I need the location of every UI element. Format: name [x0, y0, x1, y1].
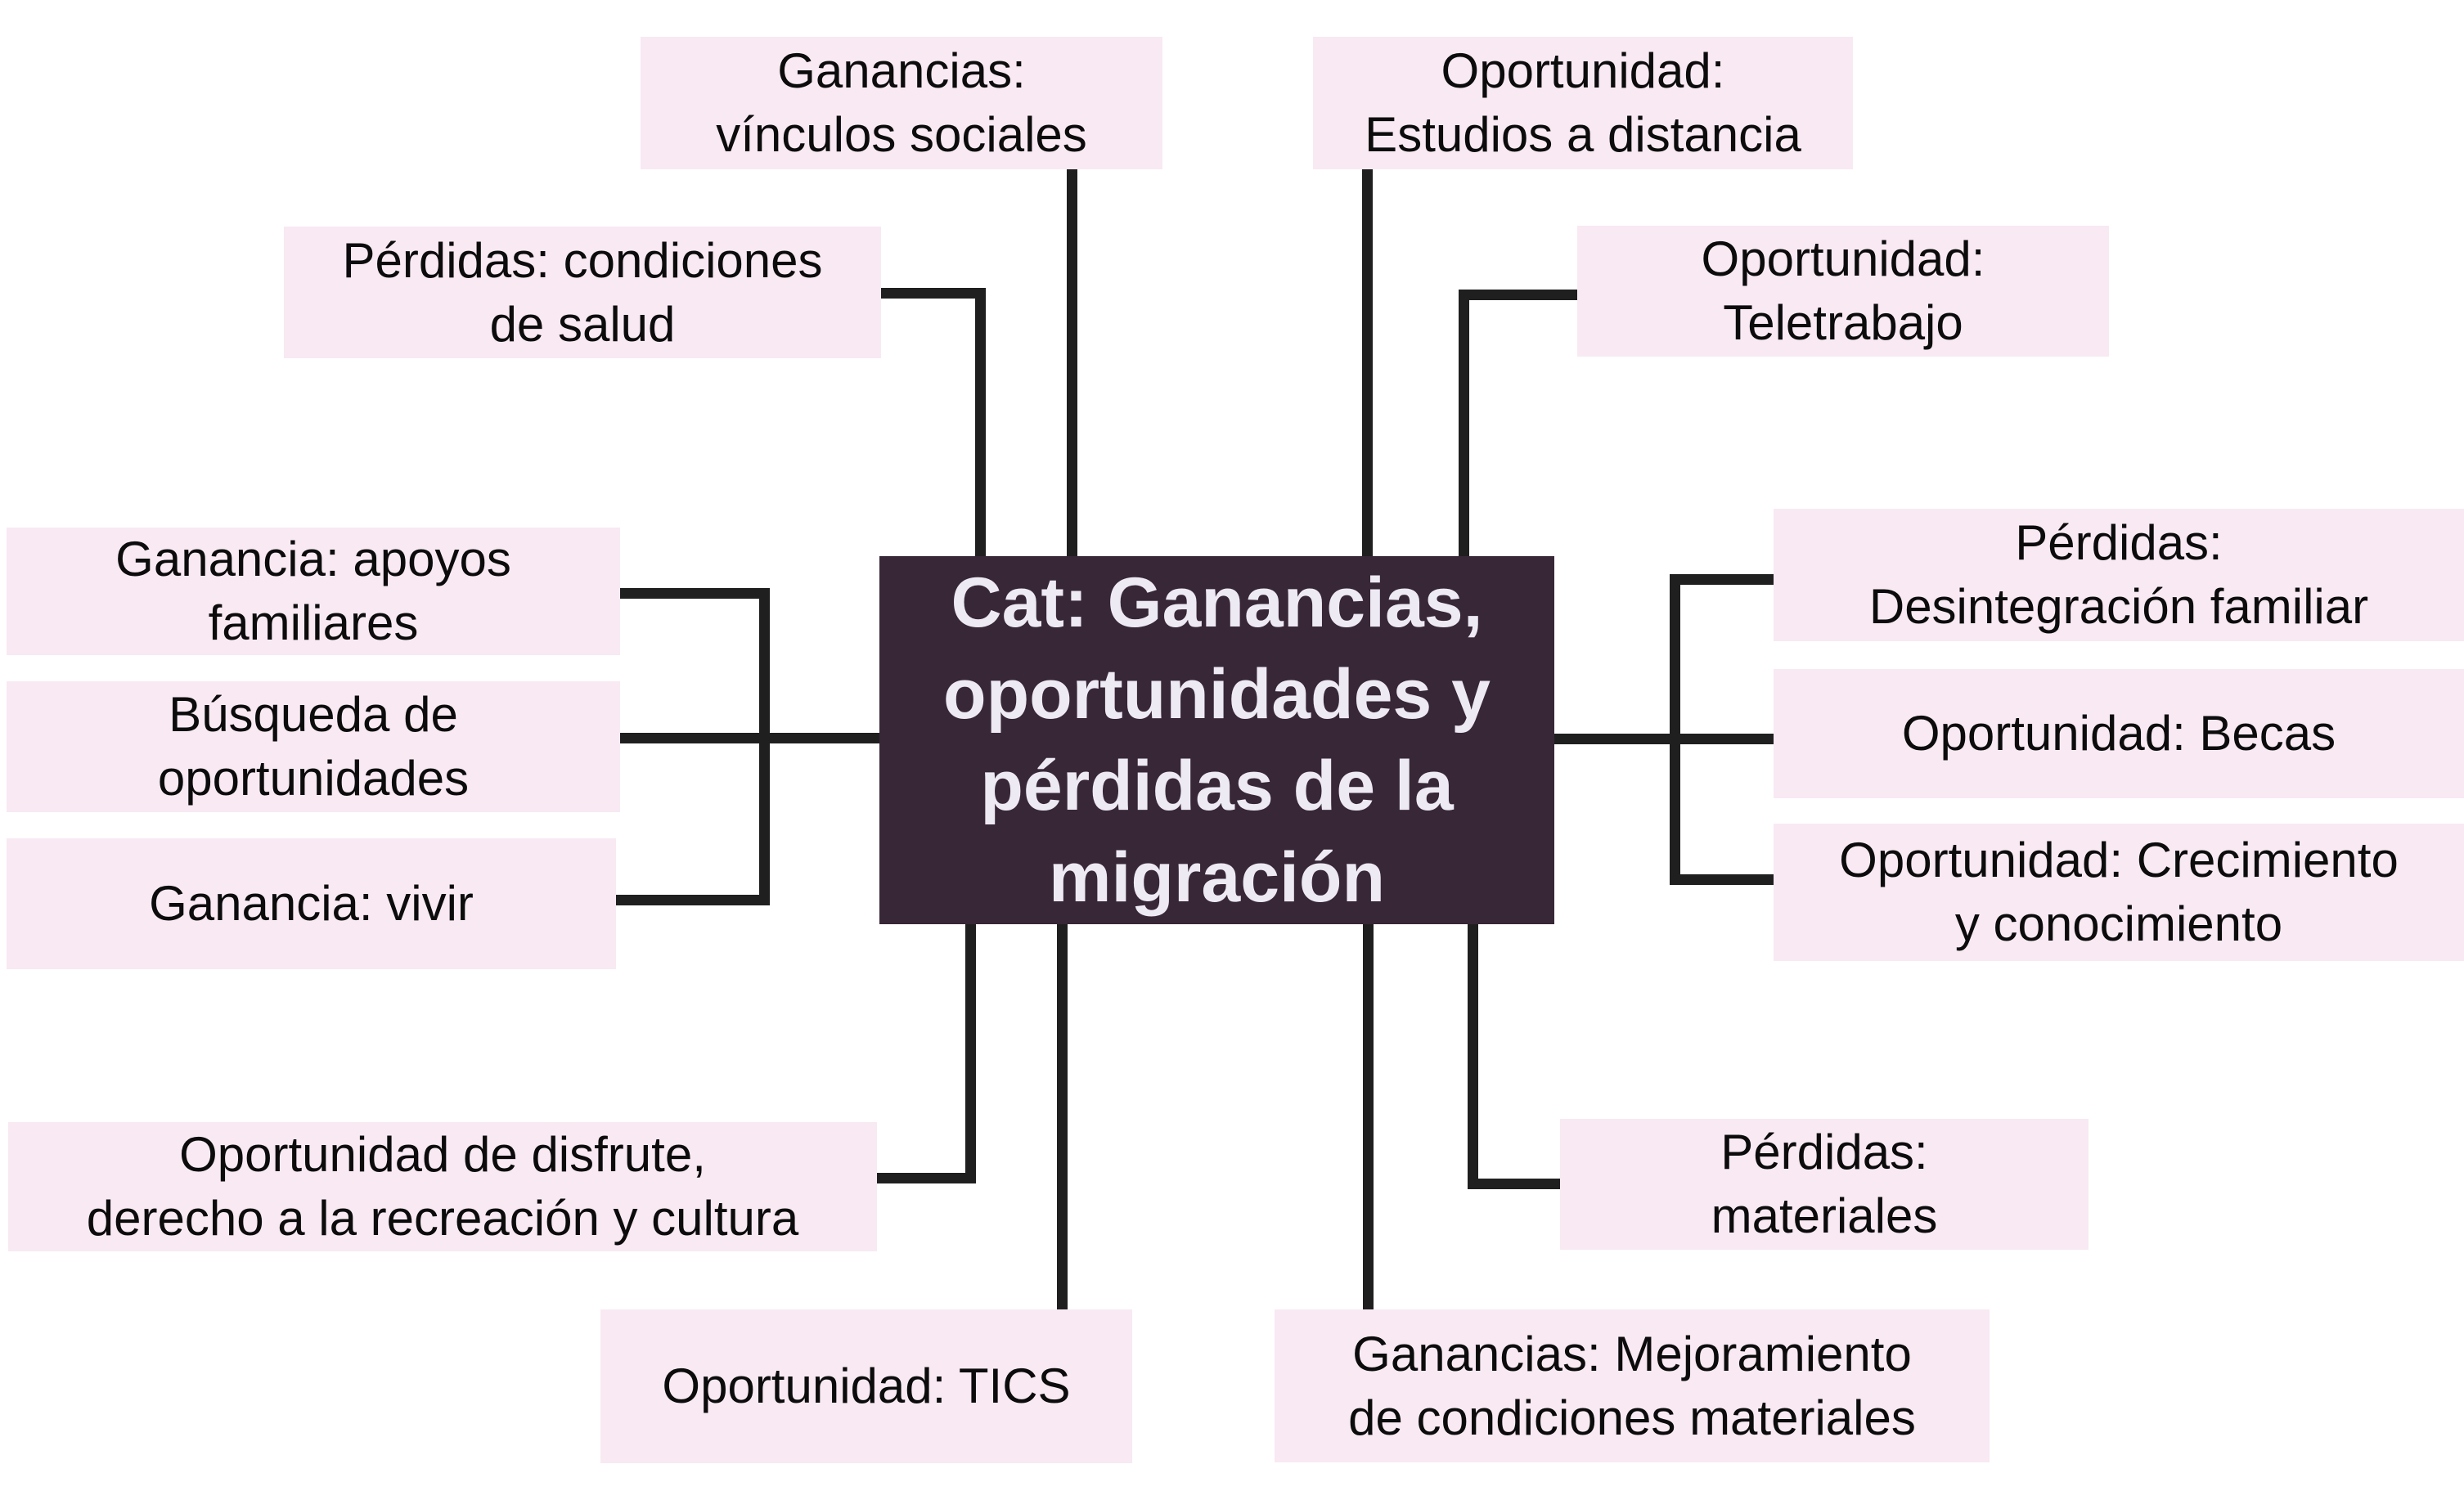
central-node-label: Cat: Ganancias, oportunidades y pérdidas…	[943, 564, 1491, 917]
node-label: Ganancias: vínculos sociales	[716, 43, 1087, 162]
connector-disfrute-h	[871, 1173, 976, 1183]
node-perdidas-condiciones-de-salud: Pérdidas: condiciones de salud	[284, 227, 881, 358]
node-label: Ganancia: vivir	[149, 876, 474, 931]
node-label: Pérdidas: Desintegración familiar	[1868, 515, 2369, 634]
connector-ganancia-vivir	[616, 895, 770, 905]
node-label: Oportunidad: Teletrabajo	[1701, 231, 1985, 350]
node-perdidas-materiales: Pérdidas: materiales	[1560, 1119, 2089, 1250]
connector-crecimiento-conocimiento	[1670, 874, 1774, 885]
node-perdidas-desintegracion-familiar: Pérdidas: Desintegración familiar	[1774, 509, 2464, 641]
node-label: Oportunidad: TICS	[662, 1359, 1071, 1413]
node-ganancia-apoyos-familiares: Ganancia: apoyos familiares	[7, 528, 620, 655]
node-busqueda-de-oportunidades: Búsqueda de oportunidades	[7, 681, 620, 812]
node-label: Oportunidad: Estudios a distancia	[1365, 43, 1801, 162]
connector-left-trunk	[759, 588, 770, 905]
connector-busqueda-oportunidades	[619, 733, 879, 743]
connector-perdidas-materiales-h	[1468, 1179, 1560, 1189]
connector-perdidas-materiales-v	[1468, 924, 1478, 1189]
node-oportunidad-teletrabajo: Oportunidad: Teletrabajo	[1577, 226, 2109, 357]
node-ganancias-mejoramiento-condiciones-materiales: Ganancias: Mejoramiento de condiciones m…	[1275, 1309, 1990, 1462]
connector-estudios-distancia	[1362, 168, 1373, 560]
node-oportunidad-disfrute-recreacion-cultura: Oportunidad de disfrute, derecho a la re…	[8, 1122, 877, 1251]
node-label: Pérdidas: materiales	[1711, 1125, 1938, 1243]
node-label: Oportunidad: Crecimiento y conocimiento	[1839, 833, 2399, 951]
node-oportunidad-estudios-a-distancia: Oportunidad: Estudios a distancia	[1313, 37, 1853, 169]
connector-disfrute-v	[965, 924, 976, 1183]
node-label: Ganancia: apoyos familiares	[115, 532, 511, 650]
connector-teletrabajo-h	[1459, 290, 1577, 300]
node-oportunidad-becas: Oportunidad: Becas	[1774, 669, 2464, 798]
connector-condiciones-salud-v	[975, 288, 986, 560]
node-ganancias-vinculos-sociales: Ganancias: vínculos sociales	[641, 37, 1162, 169]
node-label: Oportunidad: Becas	[1901, 706, 2336, 761]
node-label: Ganancias: Mejoramiento de condiciones m…	[1348, 1326, 1916, 1445]
connector-right-trunk	[1670, 574, 1680, 885]
node-oportunidad-crecimiento-y-conocimiento: Oportunidad: Crecimiento y conocimiento	[1774, 824, 2464, 961]
connector-desintegracion-familiar	[1670, 574, 1774, 585]
node-oportunidad-tics: Oportunidad: TICS	[600, 1309, 1132, 1463]
node-label: Oportunidad de disfrute, derecho a la re…	[86, 1127, 799, 1246]
connector-tics	[1057, 924, 1068, 1309]
connector-vinculos-sociales	[1067, 168, 1077, 560]
connector-mejoramiento	[1363, 924, 1374, 1309]
connector-apoyos-familiares	[619, 588, 770, 599]
node-label: Pérdidas: condiciones de salud	[342, 232, 823, 352]
connector-becas	[1554, 734, 1774, 744]
node-ganancia-vivir: Ganancia: vivir	[7, 838, 616, 969]
central-node-categoria-migracion: Cat: Ganancias, oportunidades y pérdidas…	[879, 556, 1554, 924]
connector-condiciones-salud-h	[880, 288, 986, 299]
node-label: Búsqueda de oportunidades	[157, 687, 470, 806]
connector-teletrabajo-v	[1459, 290, 1469, 560]
